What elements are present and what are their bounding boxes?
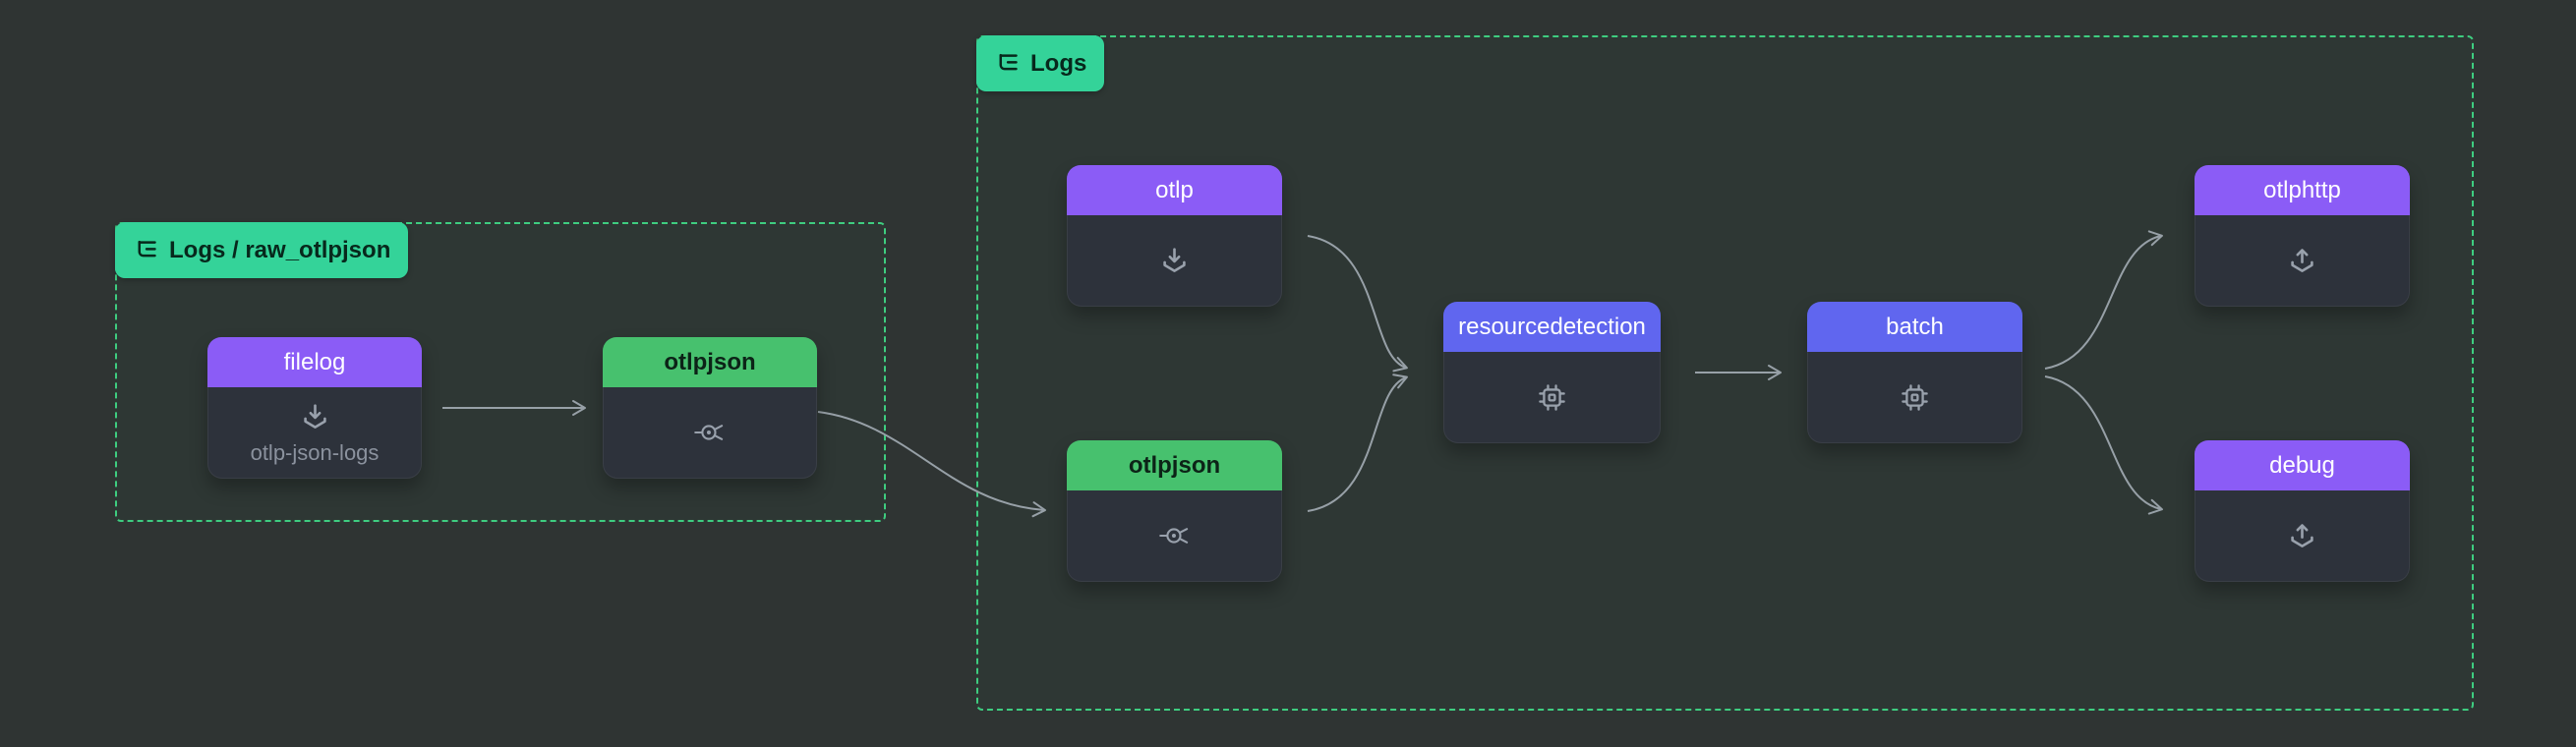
node-body-filelog: otlp-json-logs xyxy=(208,387,421,478)
node-otlp[interactable]: otlp xyxy=(1067,165,1282,307)
node-label: filelog xyxy=(283,348,346,375)
node-resourcedetection[interactable]: resourcedetection xyxy=(1443,302,1661,443)
node-body-otlphttp xyxy=(2195,215,2409,306)
node-label: otlpjson xyxy=(1128,451,1221,479)
node-filelog[interactable]: filelog otlp-json-logs xyxy=(207,337,422,479)
pipeline-tag-logs-raw-otlpjson: Logs / raw_otlpjson xyxy=(115,222,409,278)
node-header-otlp: otlp xyxy=(1067,165,1282,215)
node-body-resourcedetection xyxy=(1444,352,1660,442)
pipeline-tag-label: Logs xyxy=(1030,49,1087,77)
node-label: otlp xyxy=(1155,176,1194,203)
node-header-resourcedetection: resourcedetection xyxy=(1443,302,1661,352)
node-header-otlpjson-raw: otlpjson xyxy=(603,337,817,387)
receiver-icon xyxy=(1158,245,1191,277)
exporter-icon xyxy=(2286,520,2318,552)
pipeline-group-logs xyxy=(976,35,2474,711)
list-tree-icon xyxy=(994,50,1021,77)
processor-icon xyxy=(1534,379,1570,416)
node-otlpjson[interactable]: otlpjson xyxy=(1067,440,1282,582)
node-label: debug xyxy=(2269,451,2335,479)
node-header-batch: batch xyxy=(1807,302,2022,352)
node-otlpjson-raw[interactable]: otlpjson xyxy=(603,337,817,479)
node-header-filelog: filelog xyxy=(207,337,422,387)
node-body-otlpjson-raw xyxy=(604,387,816,478)
processor-icon xyxy=(1897,379,1933,416)
node-label: otlpjson xyxy=(664,348,756,375)
list-tree-icon xyxy=(133,237,159,263)
node-label: otlphttp xyxy=(2263,176,2341,203)
node-body-debug xyxy=(2195,490,2409,581)
pipeline-tag-logs: Logs xyxy=(976,35,1105,91)
node-batch[interactable]: batch xyxy=(1807,302,2022,443)
receiver-icon xyxy=(299,401,331,433)
node-debug[interactable]: debug xyxy=(2195,440,2410,582)
connector-icon xyxy=(691,418,729,447)
node-label: batch xyxy=(1886,313,1944,340)
pipeline-group-logs-raw-otlpjson xyxy=(115,222,886,522)
pipeline-tag-label: Logs / raw_otlpjson xyxy=(169,236,391,263)
node-subtitle: otlp-json-logs xyxy=(250,440,380,465)
node-body-otlpjson xyxy=(1068,490,1281,581)
node-body-batch xyxy=(1808,352,2021,442)
node-body-otlp xyxy=(1068,215,1281,306)
node-label: resourcedetection xyxy=(1458,313,1646,340)
connector-icon xyxy=(1156,521,1194,550)
node-header-otlpjson: otlpjson xyxy=(1067,440,1282,490)
node-otlphttp[interactable]: otlphttp xyxy=(2195,165,2410,307)
exporter-icon xyxy=(2286,245,2318,277)
node-header-otlphttp: otlphttp xyxy=(2195,165,2410,215)
node-header-debug: debug xyxy=(2195,440,2410,490)
